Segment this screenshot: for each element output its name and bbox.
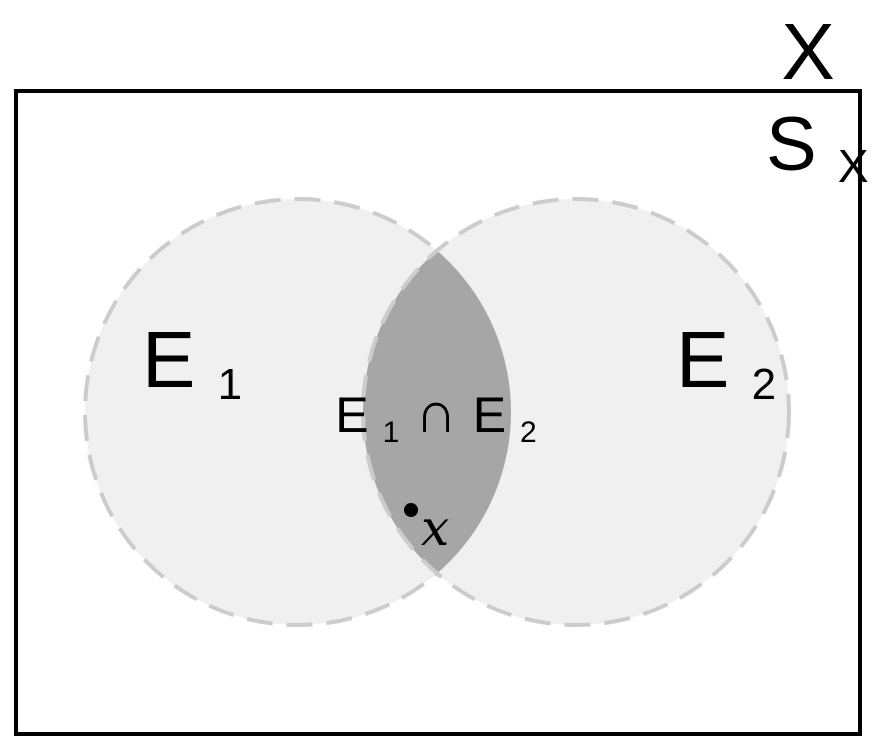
set-e2-subscript: 2 <box>752 360 776 409</box>
intersection-region <box>361 199 511 625</box>
set-e1-label: E 1 <box>142 315 242 409</box>
intersection-left-main: E <box>335 387 368 443</box>
set-e2-main: E <box>676 315 729 404</box>
intersection-right-main: E <box>473 387 506 443</box>
point-x-dot <box>404 503 418 517</box>
space-label: X <box>781 7 834 96</box>
point-x-label: x <box>421 499 449 557</box>
sample-space-box <box>14 89 862 736</box>
sample-space-main: S <box>766 102 817 187</box>
sample-space-subscript: X <box>838 140 869 192</box>
set-e2-label: E 2 <box>676 315 776 409</box>
intersection-operator: ∩ <box>415 380 457 445</box>
sample-space-label: S X <box>766 102 869 192</box>
intersection-label: E 1 ∩ E 2 <box>335 380 536 453</box>
set-e1-main: E <box>142 315 195 404</box>
set-e1-subscript: 1 <box>218 360 242 409</box>
intersection-right-subscript: 2 <box>520 416 537 449</box>
intersection-left-subscript: 1 <box>383 416 400 449</box>
